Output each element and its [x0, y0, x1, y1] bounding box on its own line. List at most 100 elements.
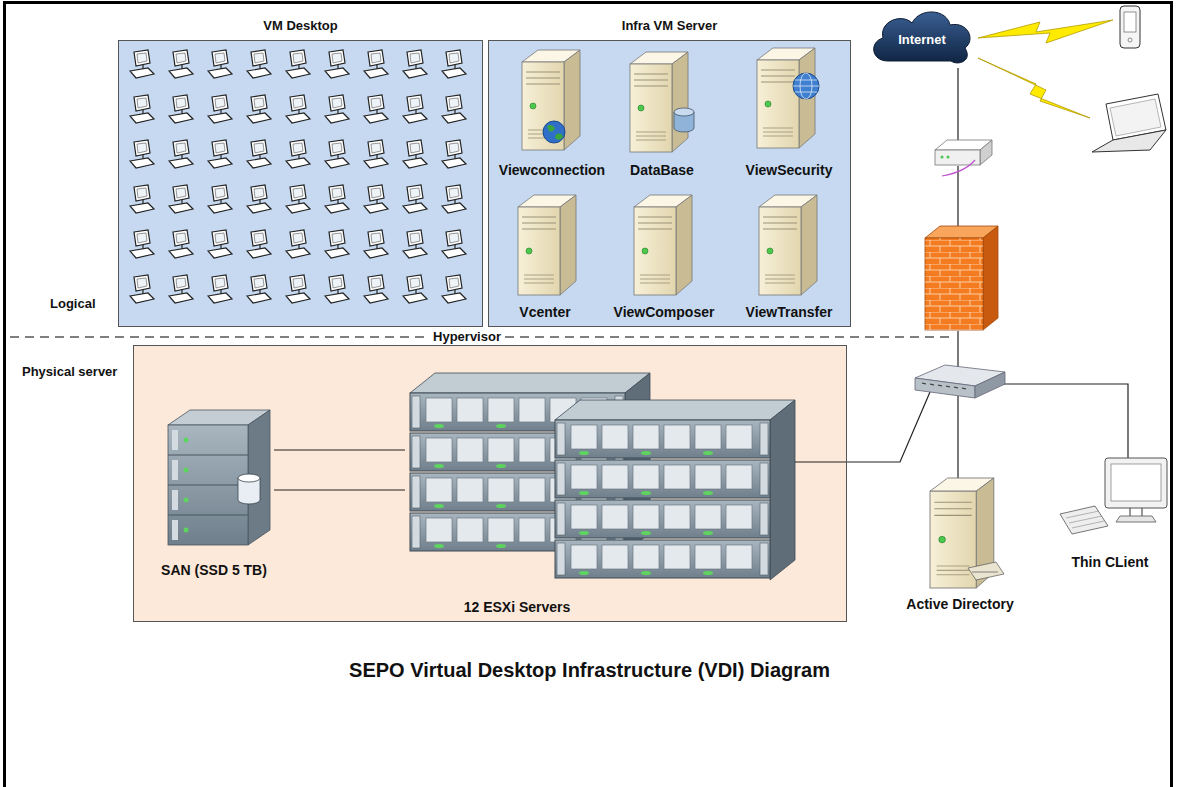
screen: [449, 143, 459, 153]
firewall: [925, 238, 983, 330]
keyboard: [364, 203, 388, 213]
monitor: [329, 230, 345, 246]
monitor: [407, 230, 423, 246]
node-label: 12 ESXi Servers: [433, 599, 601, 615]
desktop-icon: [325, 185, 349, 213]
desktop-icon: [169, 95, 193, 123]
screen: [371, 53, 381, 63]
screen: [254, 98, 264, 108]
node-label: Thin CLient: [1045, 554, 1175, 570]
monitor: [446, 95, 462, 111]
keyboard: [364, 113, 388, 123]
server-tower: [972, 572, 998, 573]
connector-line: [274, 489, 405, 490]
monitor: [212, 185, 228, 201]
node-label: SAN (SSD 5 TB): [154, 562, 274, 578]
san-storage-icon: [184, 528, 189, 533]
thin-client-icon: [1116, 516, 1156, 522]
keyboard: [208, 293, 232, 303]
desktop-icon: [442, 275, 466, 303]
firewall: [983, 226, 998, 330]
san-storage-icon: [172, 490, 178, 510]
monitor: [173, 275, 189, 291]
screen: [293, 278, 303, 288]
monitor: [290, 50, 306, 66]
mobile-phone: [1128, 38, 1132, 42]
keyboard: [403, 113, 427, 123]
globe-symbol: [793, 73, 819, 99]
desktop-icon: [130, 140, 154, 168]
network-wire: [795, 68, 1128, 478]
keyboard: [403, 203, 427, 213]
thin-client: Thin CLient: [1045, 450, 1175, 570]
keyboard: [325, 158, 349, 168]
server-towers: [634, 195, 692, 295]
desktop-icon: [403, 140, 427, 168]
desktop-icon: [247, 185, 271, 213]
monitor: [173, 140, 189, 156]
monitor: [212, 230, 228, 246]
keyboard: [442, 113, 466, 123]
server-towers: [759, 195, 817, 295]
monitor: [173, 230, 189, 246]
desktop-icons: [130, 50, 466, 303]
monitor: [407, 275, 423, 291]
desktop-icon: [403, 185, 427, 213]
keyboard: [325, 293, 349, 303]
keyboard: [130, 203, 154, 213]
screen: [137, 233, 147, 243]
keyboard: [130, 158, 154, 168]
wireless-bolt: [978, 20, 1113, 43]
globe-symbol: [543, 121, 565, 143]
server-node: ViewComposer: [602, 190, 726, 320]
san-storage-icon: [168, 425, 248, 545]
san-storage-icon: [172, 430, 178, 450]
desktop-icon: [247, 140, 271, 168]
monitor: [290, 95, 306, 111]
monitor: [290, 185, 306, 201]
monitor: [407, 50, 423, 66]
esxi-rack-stack: [770, 400, 795, 580]
screen: [254, 278, 264, 288]
keyboard: [364, 68, 388, 78]
desktop-icon: [286, 140, 310, 168]
firewall: [925, 226, 998, 330]
monitor: [407, 140, 423, 156]
screen: [137, 98, 147, 108]
screen: [215, 278, 225, 288]
network-switch: [922, 383, 966, 389]
keyboard: [403, 158, 427, 168]
screen: [176, 98, 186, 108]
physical-panel: Physical serverSAN (SSD 5 TB)12 ESXi Ser…: [133, 345, 847, 622]
screen: [449, 233, 459, 243]
keyboard: [130, 68, 154, 78]
desktop-icon: [130, 230, 154, 258]
node-label: Viewconnection: [486, 162, 618, 178]
node-label: Physical server: [22, 364, 117, 380]
screen: [332, 98, 342, 108]
monitor: [134, 230, 150, 246]
thin-client-icon: [1111, 464, 1161, 501]
keyboard: [442, 203, 466, 213]
laptop: [1110, 99, 1161, 136]
desktop-icon: [247, 230, 271, 258]
screen: [293, 188, 303, 198]
keyboard: [208, 113, 232, 123]
desktop-icon: [442, 50, 466, 78]
network-wire: [957, 331, 958, 370]
monitor: [251, 95, 267, 111]
screen: [254, 143, 264, 153]
desktop-icon: [403, 95, 427, 123]
keyboard: [247, 158, 271, 168]
monitor: [212, 50, 228, 66]
desktop-icon: [325, 95, 349, 123]
laptop: [1092, 94, 1166, 152]
screen: [449, 278, 459, 288]
keyboard: [169, 248, 193, 258]
node-label: Internet: [898, 24, 946, 48]
connector-line: [274, 449, 405, 450]
keyboard: [208, 203, 232, 213]
keyboard: [286, 113, 310, 123]
node-label: Infra VM Server: [489, 18, 850, 34]
esxi-rack-stack: [410, 373, 650, 393]
